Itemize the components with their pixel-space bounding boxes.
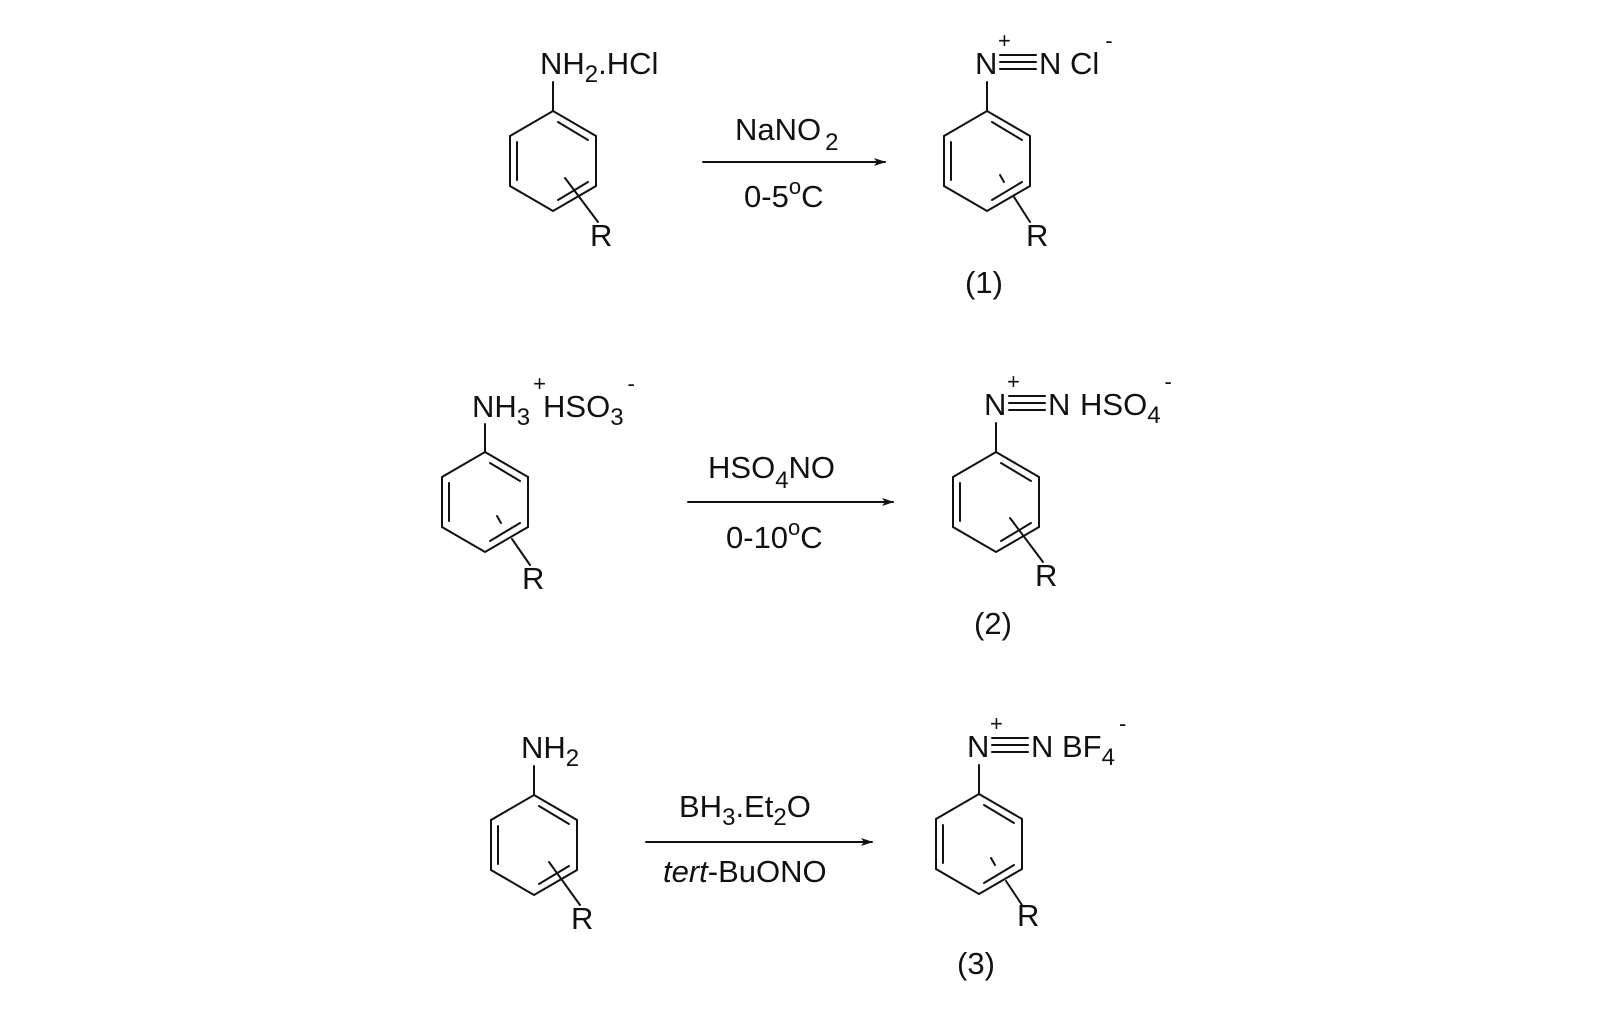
r-group-label: R — [522, 561, 544, 596]
diazonium-label: N — [975, 46, 997, 81]
compound-number-2: (2) — [974, 606, 1012, 641]
amine-hydrochloride-label: NH2.HCl — [540, 46, 658, 88]
reaction-3: NH2 R BH3.Et2O tert-BuONO N + N B — [490, 711, 1126, 981]
triple-bond — [991, 737, 1029, 753]
product-1: N + N Cl- R — [943, 28, 1113, 253]
reactant-1: NH2.HCl R — [509, 46, 658, 253]
benzene-ring — [935, 792, 1023, 896]
r-group-label: R — [1017, 898, 1039, 933]
benzene-ring — [490, 793, 578, 897]
counter-anion-label: Cl- — [1070, 28, 1113, 81]
terminal-nitrogen: N — [1039, 46, 1061, 81]
r-substituent-bond — [548, 861, 581, 906]
triple-bond — [999, 54, 1037, 70]
r-group-label: R — [1035, 558, 1057, 593]
condition-label: 0-10oC — [726, 515, 823, 555]
condition-label: tert-BuONO — [663, 854, 827, 889]
anilinium-bisulfite-label: NH3+HSO3- — [472, 371, 635, 431]
r-substituent-bond — [511, 538, 531, 566]
terminal-nitrogen: N — [1048, 387, 1070, 422]
amine-label: NH2 — [521, 730, 579, 772]
positive-charge: + — [998, 28, 1011, 53]
benzene-ring — [943, 109, 1031, 213]
reactant-3: NH2 R — [490, 730, 593, 936]
reagent-label: HSO4NO — [708, 450, 835, 494]
triple-bond — [1008, 395, 1046, 411]
terminal-nitrogen: N — [1031, 729, 1053, 764]
r-group-label: R — [590, 218, 612, 253]
r-substituent-bond — [564, 177, 599, 223]
reaction-2: NH3+HSO3- R HSO4NO 0-10oC N + N HSO4- — [441, 369, 1172, 641]
compound-number-1: (1) — [965, 265, 1003, 300]
benzene-ring — [441, 450, 529, 554]
counter-anion-label: BF4- — [1062, 711, 1126, 771]
r-substituent-bond — [1013, 196, 1031, 223]
diazonium-label: N — [984, 387, 1006, 422]
positive-charge: + — [990, 711, 1003, 736]
r-substituent-bond — [1009, 517, 1044, 563]
reactant-2: NH3+HSO3- R — [441, 371, 635, 596]
benzene-ring — [952, 450, 1040, 554]
counter-anion-label: HSO4- — [1080, 369, 1172, 429]
compound-number-3: (3) — [957, 946, 995, 981]
positive-charge: + — [1007, 369, 1020, 394]
r-substituent-bond — [1005, 880, 1023, 906]
product-3: N + N BF4- R — [935, 711, 1126, 933]
reagent-label: BH3.Et2O — [679, 789, 811, 831]
r-group-label: R — [1026, 218, 1048, 253]
benzene-ring — [509, 109, 597, 213]
product-2: N + N HSO4- R — [952, 369, 1172, 593]
condition-label: 0-5oC — [744, 174, 823, 214]
r-group-label: R — [571, 901, 593, 936]
diazonium-label: N — [967, 729, 989, 764]
